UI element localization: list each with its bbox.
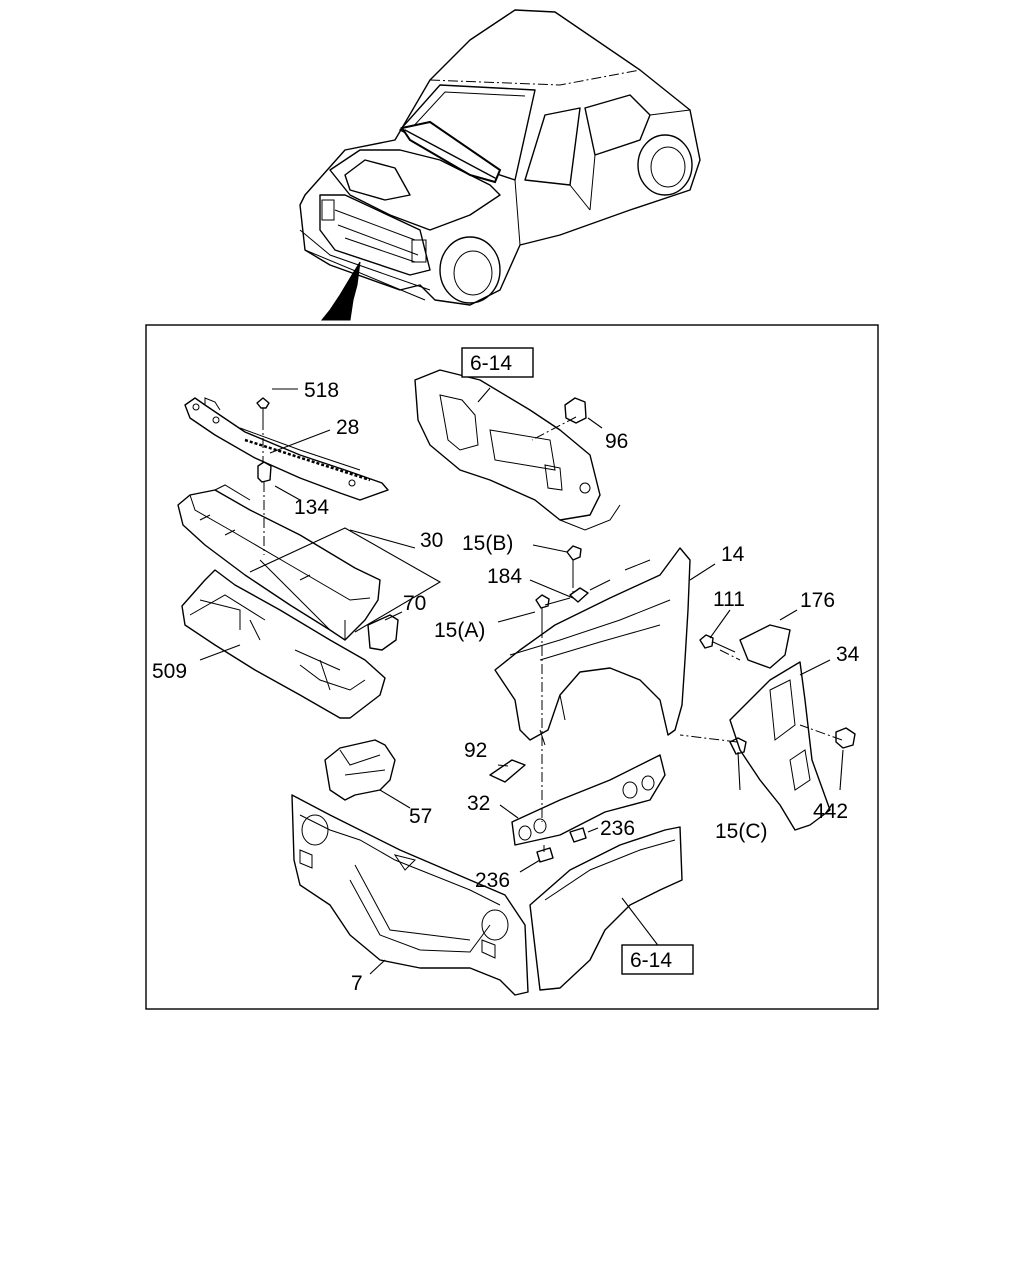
callout-70: 70 [403,592,426,615]
bolt-15b [566,545,582,578]
callout-236-upper: 236 [600,817,635,840]
callout-14: 14 [721,543,745,566]
reference-box-bottom[interactable]: 6-14 [621,944,694,975]
callout-28: 28 [336,416,359,439]
clip-184 [569,587,589,603]
callout-15c: 15(C) [715,820,768,843]
clip-96 [564,397,587,424]
support-bracket-57 [324,739,396,801]
bracket-70 [367,614,399,651]
callout-236-lower: 236 [475,869,510,892]
leader-lines [199,387,844,975]
callout-labels: 518 28 134 30 70 509 96 15(B) 184 15(A) … [152,379,860,995]
bolt-111 [699,634,736,653]
dash-upper-panel [177,484,381,641]
callout-7: 7 [351,972,363,995]
dash-lower-panel [181,569,386,719]
bolt-15c [729,737,747,755]
reinforcement-92 [489,759,526,783]
callout-15a: 15(A) [434,619,485,642]
callout-57: 57 [409,805,432,828]
callout-30: 30 [420,529,443,552]
callout-92: 92 [464,739,487,762]
cowl-top-panel [184,397,389,501]
fender-apron-34 [729,661,831,831]
bolt-15a [535,594,550,628]
reference-box-top[interactable]: 6-14 [461,347,534,378]
callout-509: 509 [152,660,187,683]
vehicle-overview [299,9,701,321]
lower-fender-liner [529,826,683,991]
callout-134: 134 [294,496,329,519]
screw-518 [256,397,270,420]
clip-236-upper [569,827,587,843]
callout-518: 518 [304,379,339,402]
diagram-frame [145,324,879,1010]
front-fender [494,547,691,746]
callout-15b: 15(B) [462,532,513,555]
callout-111: 111 [713,588,745,611]
callout-184: 184 [487,565,522,588]
bracket-176 [739,624,791,669]
reference-top-label: 6-14 [470,352,512,375]
callout-34: 34 [836,643,860,666]
lower-side-rail [511,754,666,846]
upper-apron-panel [414,369,621,531]
assembly-lines [531,416,843,852]
reference-bottom-label: 6-14 [630,949,672,972]
bolt-442 [835,727,856,749]
clip-134 [257,461,272,483]
radiator-support [291,794,529,996]
callout-442: 442 [813,800,848,823]
clip-236-lower [536,847,554,863]
callout-176: 176 [800,589,835,612]
callout-32: 32 [467,792,490,815]
callout-96: 96 [605,430,628,453]
